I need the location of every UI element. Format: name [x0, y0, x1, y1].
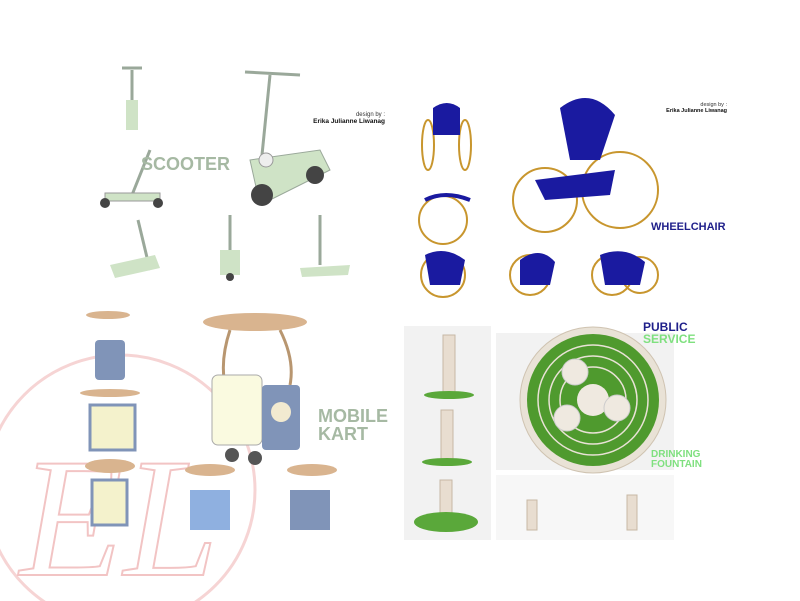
fountain-render-4: [496, 475, 674, 540]
title-line-1: MOBILE: [318, 406, 388, 426]
drinking-fountain-title: DRINKING FOUNTAIN: [651, 450, 702, 470]
mobile-kart-title: MOBILE KART: [318, 407, 388, 443]
designer-name: Erika Julianne Liwanag: [313, 118, 385, 125]
heading-line-2: SERVICE: [643, 332, 696, 346]
credit-label: design by :: [355, 112, 385, 118]
designer-name: Erika Julianne Liwanag: [666, 108, 727, 114]
wheelchair-title: WHEELCHAIR: [651, 221, 726, 233]
title-line-2: FOUNTAIN: [651, 459, 702, 470]
heading-line-1: PUBLIC: [643, 320, 688, 334]
public-service-heading: PUBLIC SERVICE: [643, 321, 695, 345]
scooter-title: SCOOTER: [141, 154, 231, 174]
title-line-2: KART: [318, 424, 368, 444]
designer-credit-2: design by : Erika Julianne Liwanag: [655, 102, 727, 114]
title-line-1: DRINKING: [651, 449, 701, 460]
credit-label: design by :: [700, 102, 727, 108]
designer-credit: design by : Erika Julianne Liwanag: [310, 112, 385, 125]
